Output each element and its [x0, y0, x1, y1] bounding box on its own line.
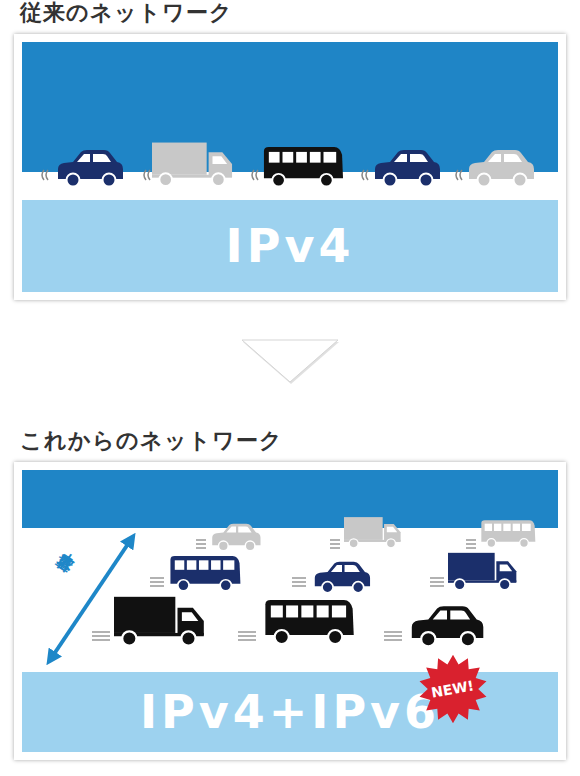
flow-arrow	[242, 300, 339, 462]
starburst-fill	[420, 655, 487, 724]
protocol-band: IPv4	[22, 200, 558, 292]
panel-heading: これからのネットワーク	[20, 426, 283, 456]
arrow-head	[242, 340, 338, 382]
protocol-label: IPv4	[226, 219, 355, 273]
panel-heading: 従来のネットワーク	[20, 0, 233, 28]
sky-band	[22, 470, 558, 528]
protocol-label: IPv4+IPv6	[140, 685, 440, 739]
new-badge: NEW!	[418, 654, 488, 724]
